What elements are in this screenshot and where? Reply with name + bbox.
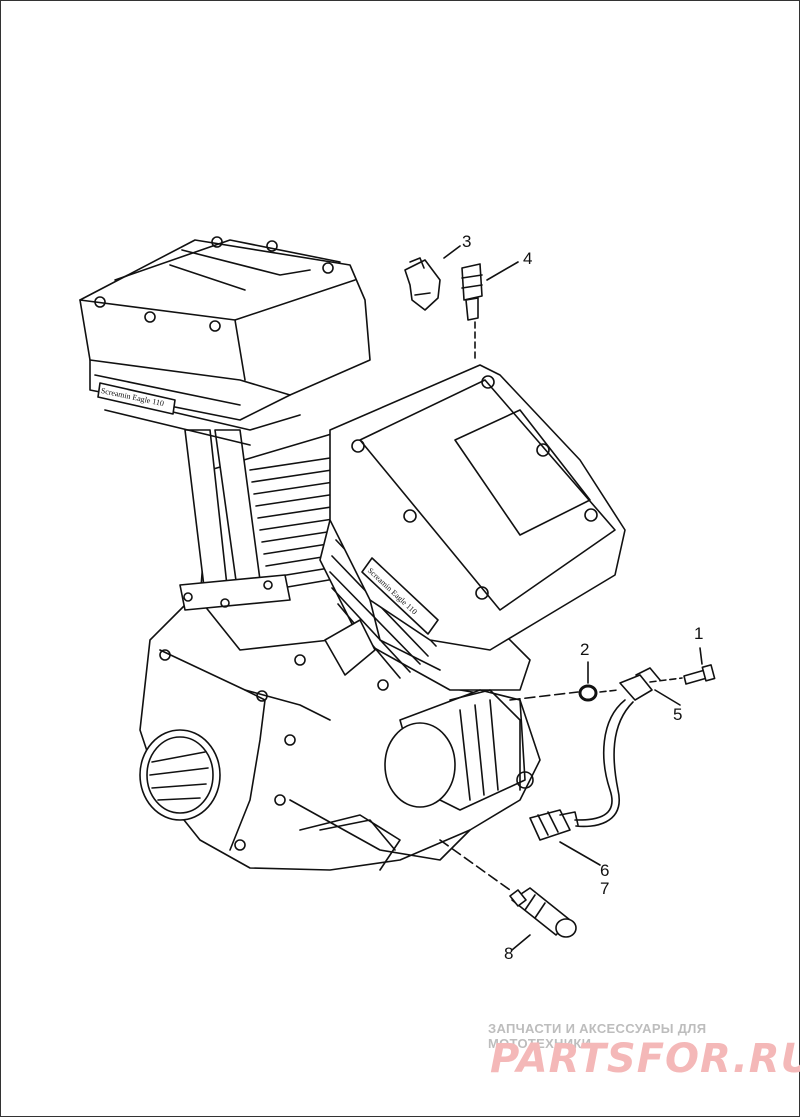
leader-6	[559, 841, 601, 866]
part-8-sender	[509, 887, 577, 938]
dash-line-8	[439, 839, 511, 891]
derby-cover	[139, 729, 221, 821]
part-2-o-ring	[578, 684, 598, 702]
watermark-logo: PARTSFOR.RU	[490, 1036, 800, 1082]
part-6-connector	[529, 809, 579, 841]
callout-3: 3	[462, 232, 472, 251]
dash-line-2	[509, 691, 579, 701]
front-rocker-box	[79, 236, 371, 446]
leader-1	[699, 647, 703, 665]
watermark-tagline: ЗАПЧАСТИ И АКСЕССУАРЫ ДЛЯ МОТОТЕХНИКИ	[488, 1021, 707, 1051]
callout-8: 8	[504, 944, 514, 963]
part-5-ckp-sensor	[574, 667, 661, 828]
rear-rocker-box	[329, 364, 626, 671]
lower-crankcase	[289, 799, 471, 861]
callout-4: 4	[523, 249, 533, 268]
leader-8	[511, 934, 531, 951]
leader-4	[486, 261, 519, 281]
dash-line-1	[649, 677, 683, 683]
dash-line-2b	[599, 689, 619, 693]
callout-1: 1	[694, 624, 704, 643]
intake-tube	[324, 619, 376, 676]
pushrod-tubes	[179, 429, 291, 611]
part-3-sensor	[404, 257, 441, 311]
front-badge	[97, 382, 176, 415]
callout-2: 2	[580, 640, 590, 659]
callout-7: 7	[600, 879, 610, 898]
rear-badge	[361, 557, 439, 635]
leader-3	[443, 245, 461, 259]
callout-5: 5	[673, 705, 683, 724]
starter-motor	[384, 689, 534, 811]
part-4-sender	[461, 263, 483, 321]
part-1-screw	[683, 664, 716, 685]
callout-6: 6	[600, 861, 610, 880]
leader-5	[654, 689, 681, 706]
